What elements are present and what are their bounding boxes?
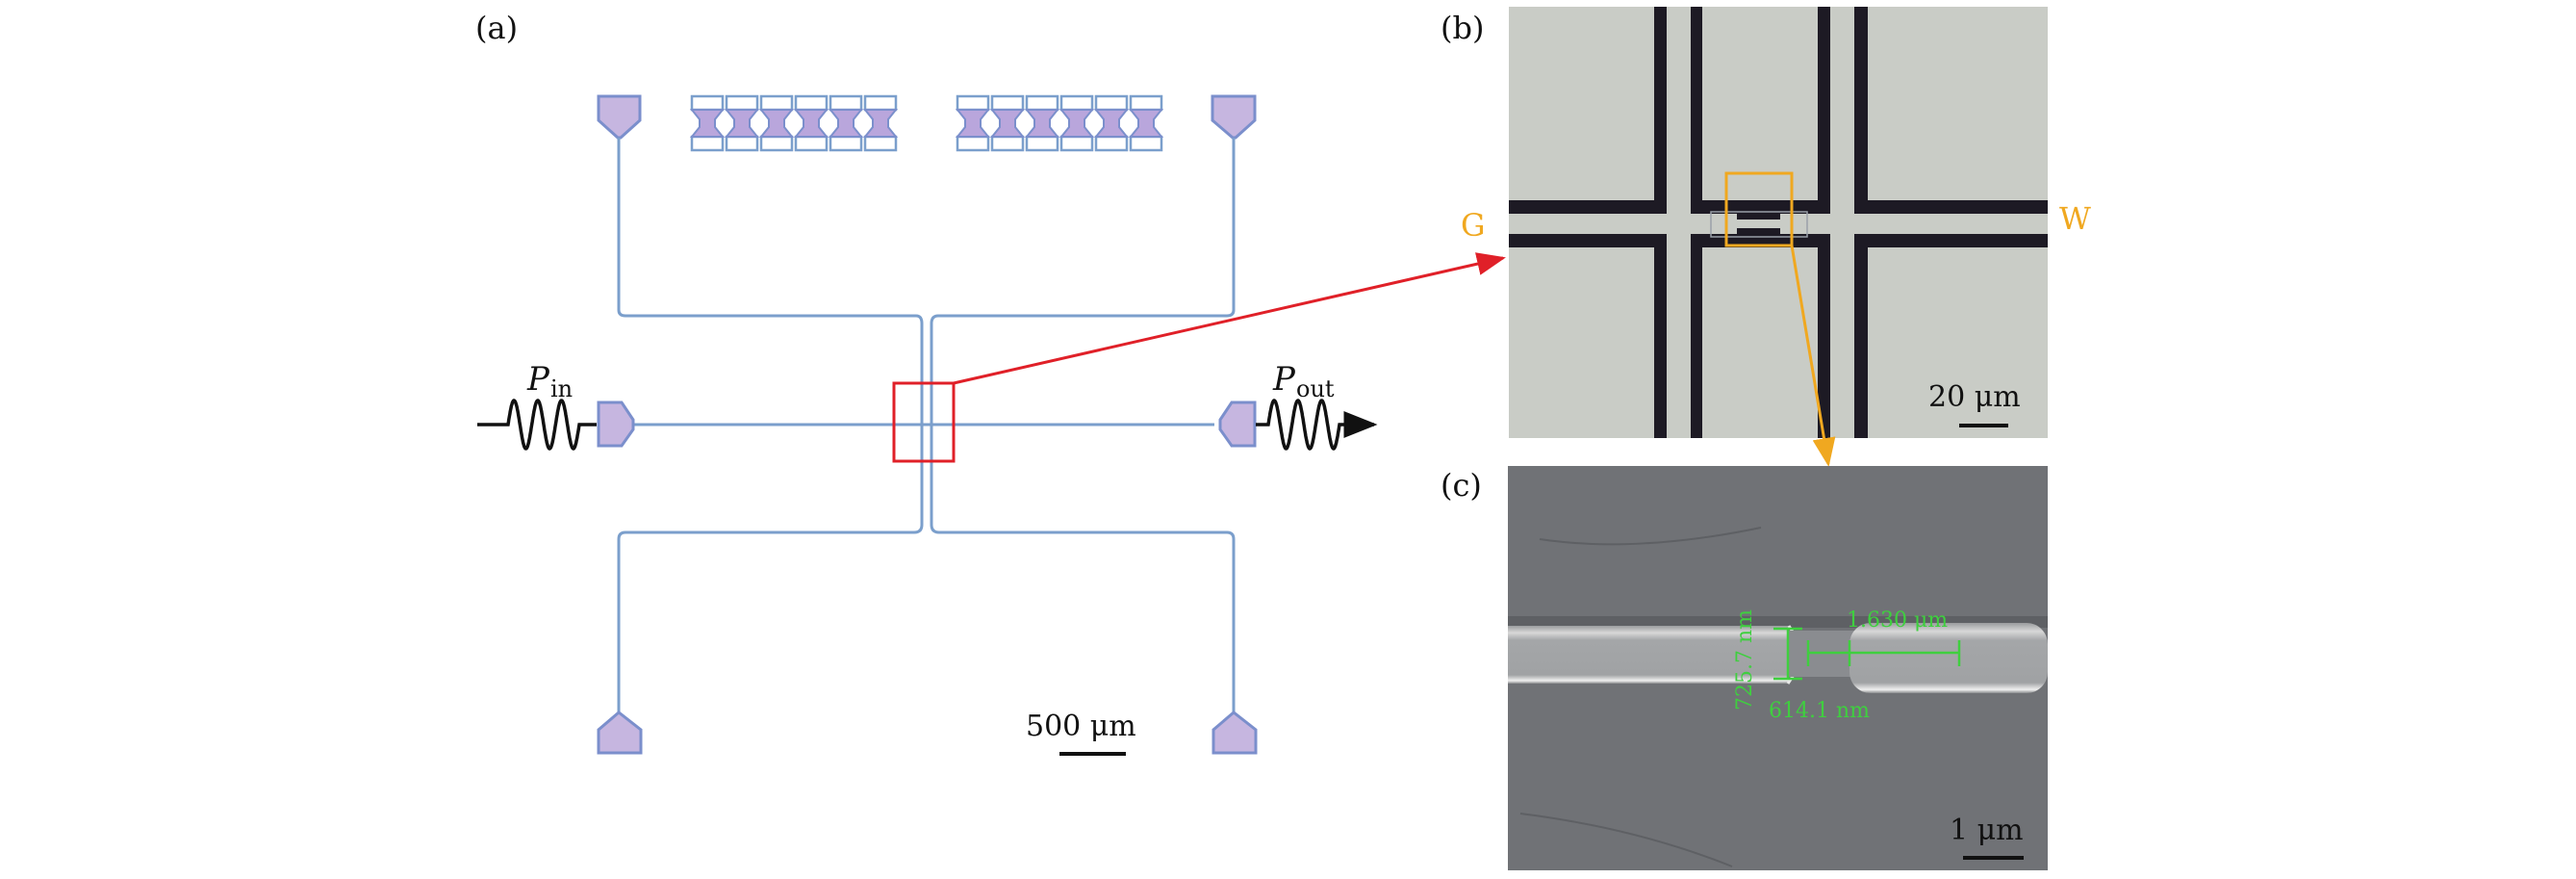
output-signal-wave bbox=[1256, 399, 1378, 451]
zoom-arrow-orange bbox=[1790, 245, 1836, 467]
panel-b-scale-label: 20 μm bbox=[1928, 380, 2021, 414]
junction-frame bbox=[1710, 211, 1808, 238]
panel-c-sem-image: (c) 725.7 nm 614.1 nm 1.630 μm 1 μm bbox=[1441, 466, 2048, 870]
resonator-cell bbox=[758, 94, 795, 152]
gap-measurement: 614.1 nm bbox=[1769, 699, 1870, 723]
panel-a-scale-label: 500 μm bbox=[1026, 710, 1136, 743]
bottom-right-pad bbox=[1211, 711, 1258, 755]
measurement-markers bbox=[1773, 627, 1961, 681]
resonator-array-right bbox=[955, 94, 1164, 152]
zoom-region-box bbox=[892, 381, 956, 463]
top-left-feedline bbox=[617, 138, 924, 525]
terminal-w-label: W bbox=[2059, 200, 2091, 237]
input-power-subscript: in bbox=[550, 375, 573, 402]
length-measurement: 1.630 μm bbox=[1847, 608, 1948, 633]
resonator-cell bbox=[1058, 94, 1095, 152]
top-left-pad bbox=[597, 94, 642, 140]
electrode-gaps bbox=[1509, 7, 2048, 438]
resonator-cell bbox=[955, 94, 991, 152]
panel-a-label: (a) bbox=[475, 10, 518, 46]
resonator-cell bbox=[1128, 94, 1164, 152]
input-power-symbol: P bbox=[526, 360, 550, 399]
panel-b-optical-image: (b) G W 20 μm bbox=[1441, 7, 2091, 467]
zoom-arrow-red bbox=[953, 252, 1506, 385]
bottom-left-feedline bbox=[617, 524, 924, 712]
resonator-array-left bbox=[689, 94, 899, 152]
junction-zoom-box bbox=[1724, 171, 1794, 247]
right-electrode bbox=[1849, 623, 2048, 693]
top-right-feedline bbox=[930, 138, 1236, 525]
terminal-g-label: G bbox=[1461, 207, 1486, 244]
output-power-symbol: P bbox=[1272, 360, 1296, 399]
resonator-cell bbox=[989, 94, 1026, 152]
left-electrode bbox=[1508, 626, 1789, 684]
resonator-cell bbox=[1093, 94, 1130, 152]
input-pad bbox=[597, 401, 635, 448]
panel-c-scale-label: 1 μm bbox=[1950, 814, 2024, 847]
resonator-cell bbox=[828, 94, 864, 152]
output-pad bbox=[1218, 401, 1257, 448]
panel-a-chip-layout: (a) bbox=[475, 10, 1506, 756]
bottom-right-feedline bbox=[930, 524, 1236, 712]
panel-c-label: (c) bbox=[1441, 467, 1482, 504]
output-power-subscript: out bbox=[1296, 375, 1335, 402]
resonator-cell bbox=[724, 94, 760, 152]
height-measurement: 725.7 nm bbox=[1733, 609, 1757, 711]
input-signal-wave bbox=[477, 399, 597, 451]
resonator-cell bbox=[689, 94, 726, 152]
top-right-pad bbox=[1211, 94, 1257, 140]
resonator-cell bbox=[793, 94, 829, 152]
panel-b-label: (b) bbox=[1441, 10, 1484, 46]
bottom-left-pad bbox=[597, 711, 643, 755]
resonator-cell bbox=[862, 94, 899, 152]
resonator-cell bbox=[1024, 94, 1060, 152]
